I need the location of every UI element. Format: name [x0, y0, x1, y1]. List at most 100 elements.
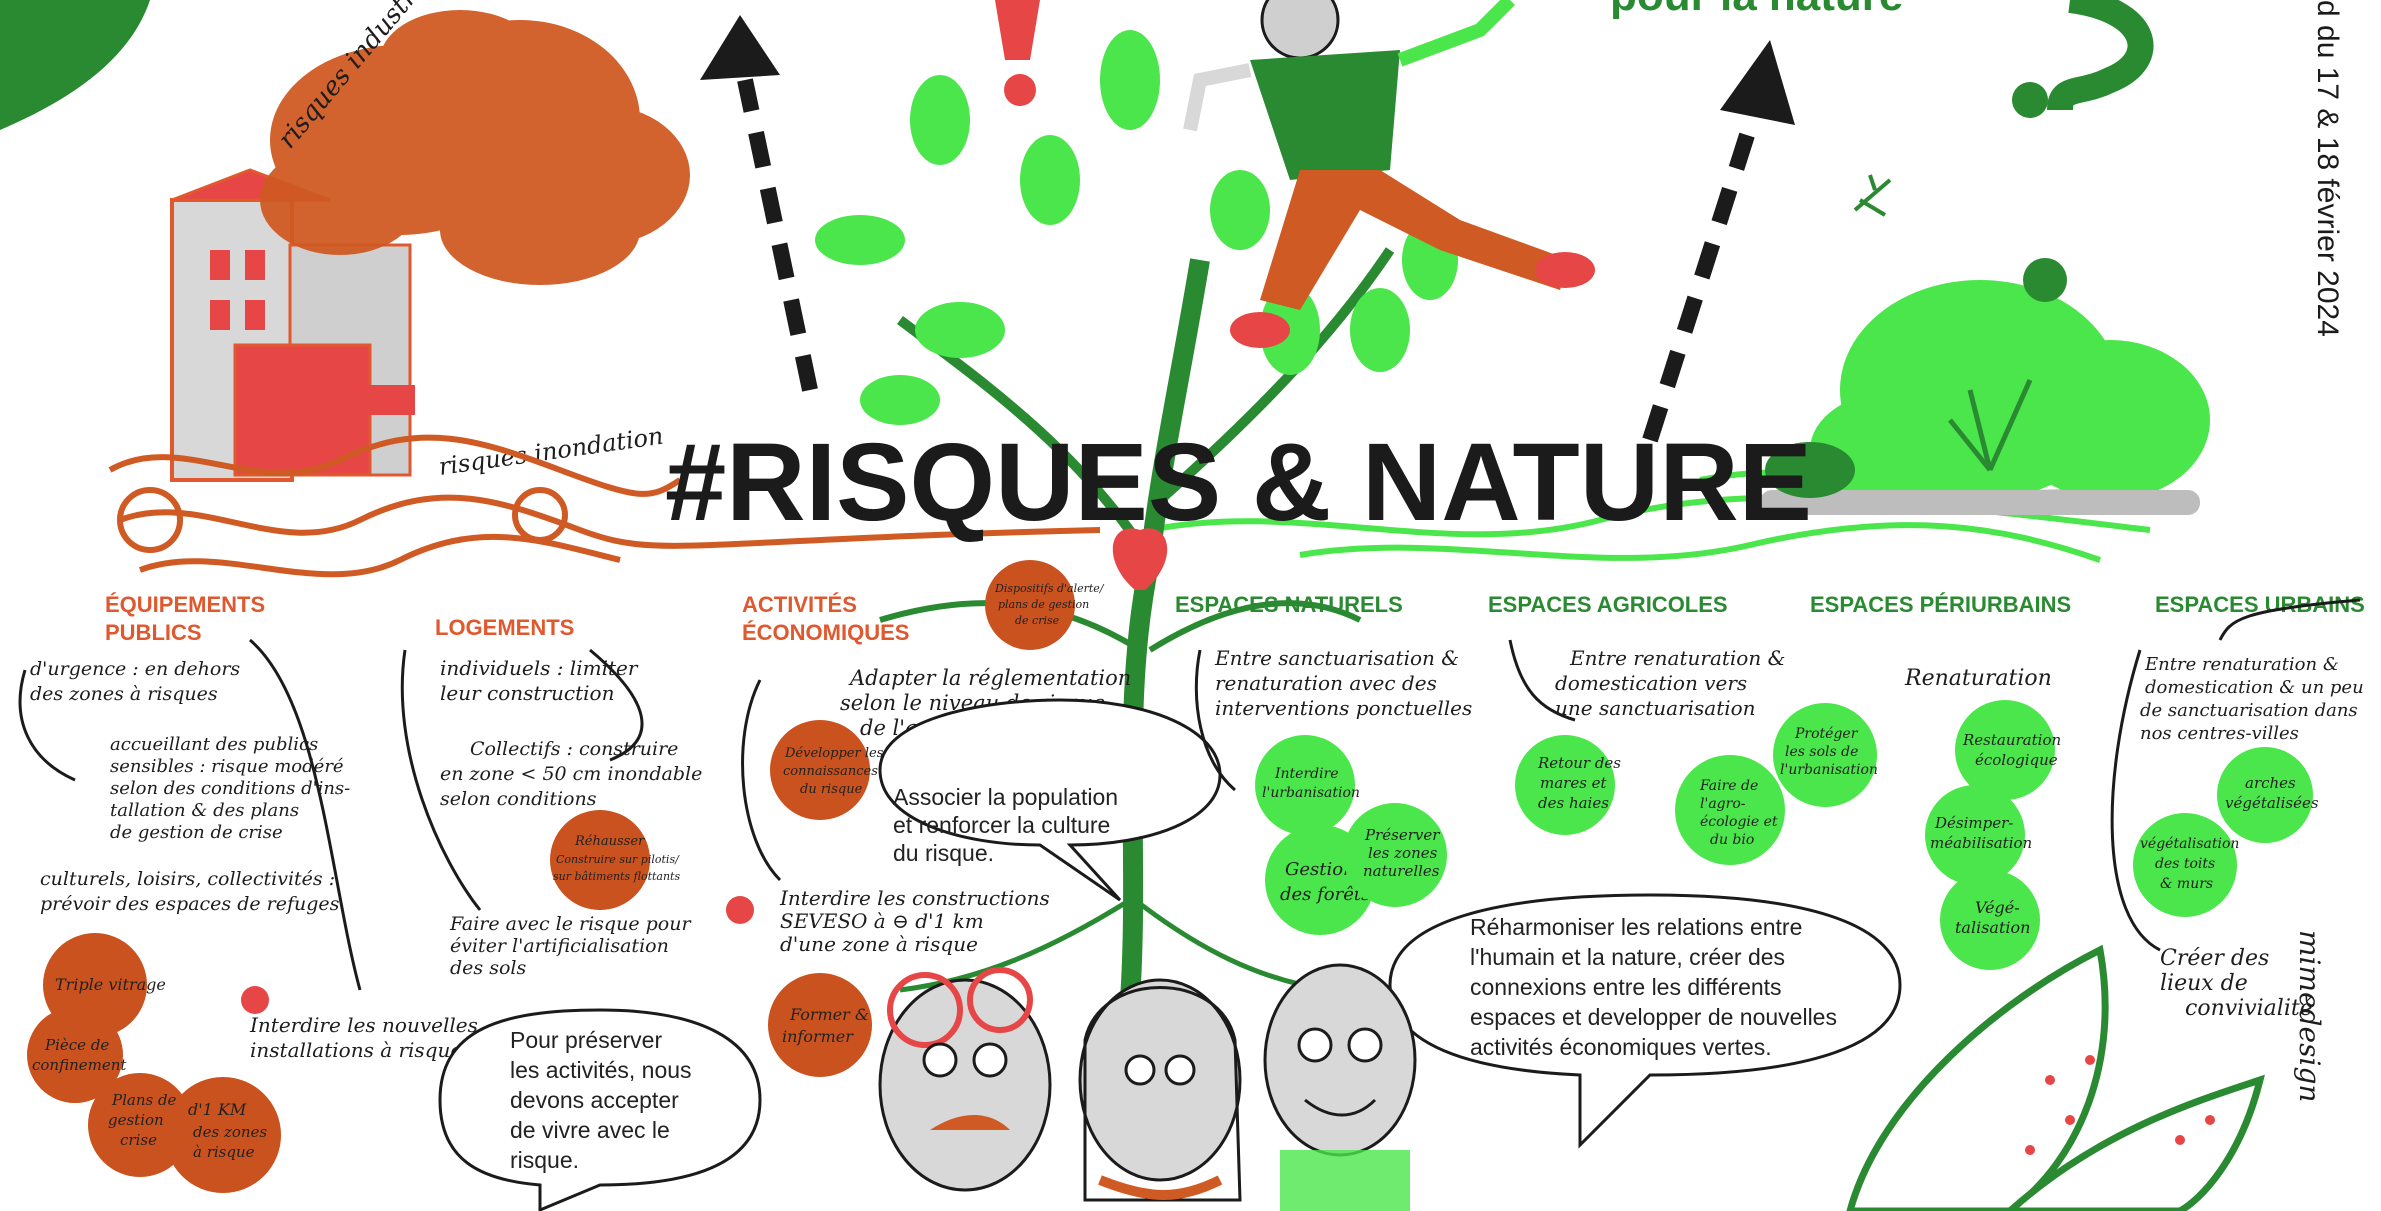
svg-text:Pièce de: Pièce de [44, 1036, 109, 1054]
header-espaces-naturels: ESPACES NATURELS [1175, 592, 1403, 617]
svg-text:selon des conditions d'ins-: selon des conditions d'ins- [110, 778, 350, 799]
svg-text:Plans de: Plans de [111, 1091, 177, 1109]
notes-urbains: Entre renaturation & domestication & un … [2140, 654, 2364, 744]
svg-text:prévoir des espaces de refuges: prévoir des espaces de refuges [40, 893, 340, 915]
svg-text:nos centres-villes: nos centres-villes [2140, 723, 2299, 744]
svg-text:des forêts: des forêts [1280, 884, 1370, 905]
svg-text:méabilisation: méabilisation [1930, 834, 2032, 852]
svg-text:convivialité: convivialité [2185, 996, 2313, 1021]
svg-text:d'une zone à risque: d'une zone à risque [780, 932, 978, 956]
svg-text:Créer des: Créer des [2160, 946, 2269, 971]
svg-text:des toits: des toits [2155, 856, 2215, 872]
svg-text:talisation: talisation [1955, 918, 2030, 937]
svg-text:tallation & des plans: tallation & des plans [110, 800, 299, 821]
svg-text:Entre renaturation &: Entre renaturation & [2144, 654, 2339, 675]
flood-waves [108, 434, 1101, 578]
svg-text:écologie et: écologie et [1700, 814, 1778, 830]
svg-text:Réhausser: Réhausser [574, 834, 645, 849]
svg-text:SEVESO à ⊖ d'1 km: SEVESO à ⊖ d'1 km [780, 909, 984, 933]
person-right [1263, 963, 1417, 1211]
svg-text:l'urbanisation: l'urbanisation [1262, 785, 1360, 801]
bubble-culture: Associer la population et renforcer la c… [878, 698, 1222, 902]
svg-text:d'urgence : en dehors: d'urgence : en dehors [30, 658, 240, 680]
svg-text:de crise: de crise [1015, 614, 1060, 627]
notes-naturels: Entre sanctuarisation & renaturation ave… [1214, 646, 1472, 720]
header-espaces-agricoles: ESPACES AGRICOLES [1488, 592, 1728, 617]
header-logements: LOGEMENTS [435, 615, 574, 640]
svg-text:sensibles : risque modéré: sensibles : risque modéré [110, 756, 344, 777]
svg-text:l'humain et la nature, créer d: l'humain et la nature, créer des [1470, 944, 1785, 970]
top-right-title: pour la nature [1610, 0, 1903, 20]
svg-text:individuels : limiter: individuels : limiter [440, 656, 639, 680]
svg-text:Végé-: Végé- [1975, 898, 2020, 917]
person-middle [1078, 978, 1242, 1202]
header-espaces-periurbains: ESPACES PÉRIURBAINS [1810, 592, 2071, 617]
arrow-head-right [1720, 40, 1795, 125]
svg-text:Développer les: Développer les [784, 746, 884, 761]
svg-text:Construire sur pilotis/: Construire sur pilotis/ [556, 853, 680, 866]
svg-text:végétalisées: végétalisées [2225, 794, 2319, 812]
header-activites-1: ACTIVITÉS [742, 592, 857, 617]
svg-text:sur bâtiments flottants: sur bâtiments flottants [553, 870, 680, 883]
svg-text:de gestion de crise: de gestion de crise [110, 822, 283, 843]
svg-text:Interdire les constructions: Interdire les constructions [779, 886, 1050, 910]
svg-text:activités économiques vertes.: activités économiques vertes. [1470, 1034, 1772, 1060]
svg-text:des zones à risques: des zones à risques [30, 683, 218, 705]
running-figure [1183, 0, 1595, 348]
svg-text:mares et: mares et [1540, 774, 1608, 792]
svg-text:une sanctuarisation: une sanctuarisation [1555, 696, 1756, 720]
connector-lines [18, 598, 2361, 991]
svg-text:les zones: les zones [1368, 844, 1438, 862]
svg-text:espaces et developper de nouve: espaces et developper de nouvelles [1470, 1004, 1837, 1030]
svg-text:et renforcer la culture: et renforcer la culture [893, 812, 1110, 838]
svg-text:connexions entre les différent: connexions entre les différents [1470, 974, 1782, 1000]
question-mark [2047, 0, 2154, 112]
bird [2023, 258, 2067, 302]
svg-text:d'1 KM: d'1 KM [188, 1100, 247, 1119]
svg-text:informer: informer [782, 1027, 854, 1046]
circle-logements: Réhausser Construire sur pilotis/ sur bâ… [550, 810, 680, 910]
svg-text:Retour des: Retour des [1537, 754, 1621, 772]
svg-text:des zones: des zones [193, 1123, 267, 1141]
svg-text:des sols: des sols [450, 957, 526, 979]
svg-text:connaissances: connaissances [783, 764, 878, 779]
svg-text:en zone < 50 cm inondable: en zone < 50 cm inondable [440, 763, 702, 785]
svg-text:plans de gestion: plans de gestion [998, 598, 1089, 611]
svg-text:risque.: risque. [510, 1147, 579, 1173]
flower-icon [241, 986, 269, 1014]
svg-text:végétalisation: végétalisation [2140, 836, 2239, 852]
svg-text:Faire avec le risque pour: Faire avec le risque pour [449, 913, 692, 935]
svg-text:domestication vers: domestication vers [1555, 671, 1747, 695]
svg-text:du risque.: du risque. [893, 840, 994, 866]
svg-text:confinement: confinement [32, 1056, 127, 1074]
svg-text:Pour préserver: Pour préserver [510, 1027, 662, 1053]
svg-text:selon conditions: selon conditions [440, 788, 597, 810]
svg-text:éviter l'artificialisation: éviter l'artificialisation [450, 935, 669, 957]
bush [1760, 280, 2210, 515]
svg-text:interventions ponctuelles: interventions ponctuelles [1215, 696, 1472, 720]
svg-text:de vivre avec le: de vivre avec le [510, 1117, 670, 1143]
svg-text:naturelles: naturelles [1363, 862, 1440, 880]
svg-text:Entre renaturation &: Entre renaturation & [1569, 646, 1785, 670]
svg-text:& murs: & murs [2160, 876, 2213, 892]
svg-text:Dispositifs d'alerte/: Dispositifs d'alerte/ [994, 582, 1105, 595]
heart [1112, 528, 1168, 590]
svg-text:à risque: à risque [193, 1143, 255, 1161]
bubble-preserver: Pour préserver les activités, nous devon… [438, 1008, 762, 1211]
flower-icon-2 [726, 896, 754, 924]
header-equipements-2: PUBLICS [105, 620, 202, 645]
notes-logements: individuels : limiter leur construction … [440, 656, 702, 979]
svg-text:Former &: Former & [789, 1005, 869, 1024]
notes-equipements: d'urgence : en dehors des zones à risque… [30, 658, 478, 1062]
svg-text:Préserver: Préserver [1364, 826, 1440, 844]
circles-agricoles: Retour des mares et des haies Faire de l… [1515, 703, 1878, 865]
svg-text:Faire de: Faire de [1699, 778, 1758, 794]
svg-text:Désimper-: Désimper- [1934, 814, 2013, 832]
svg-text:les activités, nous: les activités, nous [510, 1057, 692, 1083]
notes-agricoles: Entre renaturation & domestication vers … [1555, 646, 1785, 720]
svg-text:du risque: du risque [800, 782, 863, 797]
dragonfly [1853, 174, 1892, 217]
svg-text:Triple vitrage: Triple vitrage [55, 975, 166, 994]
svg-text:Réharmoniser les relations ent: Réharmoniser les relations entre [1470, 914, 1802, 940]
